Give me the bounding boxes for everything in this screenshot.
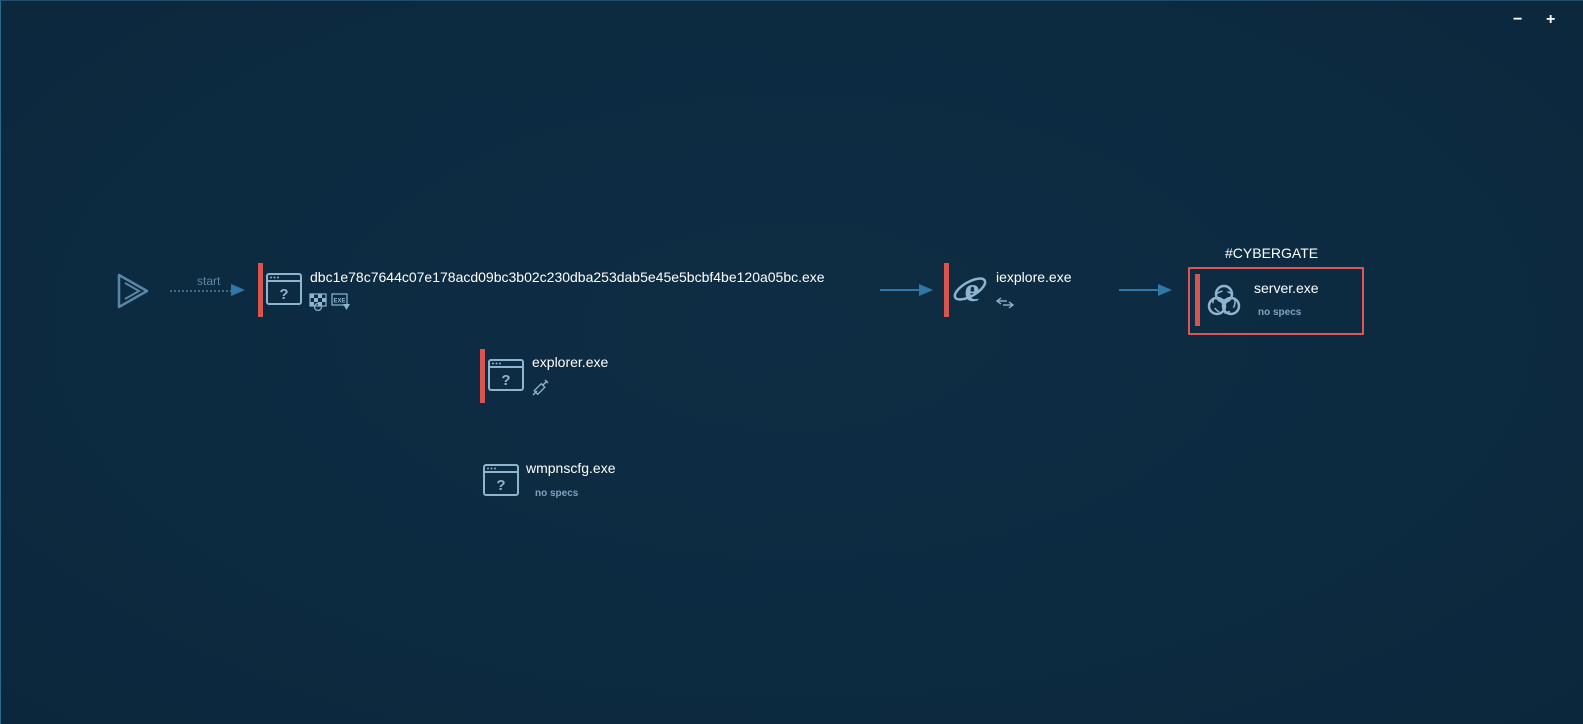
unknown-window-icon: ? [488, 359, 524, 391]
svg-text:?: ? [496, 477, 505, 494]
process-name-main[interactable]: dbc1e78c7644c07e178acd09bc3b02c230dba253… [310, 269, 825, 285]
process-name-explorer[interactable]: explorer.exe [532, 354, 609, 370]
svg-text:?: ? [279, 286, 288, 303]
checkered-flag-icon [309, 293, 327, 311]
malicious-process-highlight[interactable] [1188, 267, 1364, 335]
process-alert-bar [1195, 274, 1200, 326]
biohazard-icon [1207, 284, 1241, 316]
process-name-iexplore[interactable]: iexplore.exe [996, 269, 1072, 285]
edge-arrowhead [919, 284, 933, 296]
process-alert-bar [258, 263, 263, 317]
process-name-wmpnscfg[interactable]: wmpnscfg.exe [526, 460, 616, 476]
unknown-window-icon: ? [266, 273, 302, 305]
start-edge [170, 290, 232, 292]
process-alert-bar [944, 263, 949, 317]
exe-drop-icon: EXE [331, 293, 350, 310]
svg-text:EXE: EXE [333, 299, 345, 305]
start-arrowhead [231, 284, 245, 296]
edge-main-iexplore [880, 289, 930, 291]
zoom-out-button[interactable]: − [1513, 11, 1523, 28]
unknown-window-icon: ? [483, 464, 519, 496]
malware-family-tag: #CYBERGATE [1225, 245, 1319, 261]
no-specs-label: no specs [535, 488, 579, 499]
zoom-in-button[interactable]: + [1546, 11, 1556, 28]
play-start-icon [117, 273, 149, 309]
svg-text:?: ? [501, 372, 510, 389]
start-label: start [197, 274, 221, 288]
process-alert-bar [480, 349, 485, 403]
syringe-icon [532, 379, 549, 396]
svg-text:e: e [964, 272, 979, 309]
no-specs-label: no specs [1258, 307, 1302, 318]
edge-arrowhead [1158, 284, 1172, 296]
process-name-server[interactable]: server.exe [1254, 280, 1319, 296]
network-arrows-icon [996, 297, 1014, 309]
edge-iexplore-server [1119, 289, 1161, 291]
internet-explorer-icon: e [953, 272, 987, 309]
